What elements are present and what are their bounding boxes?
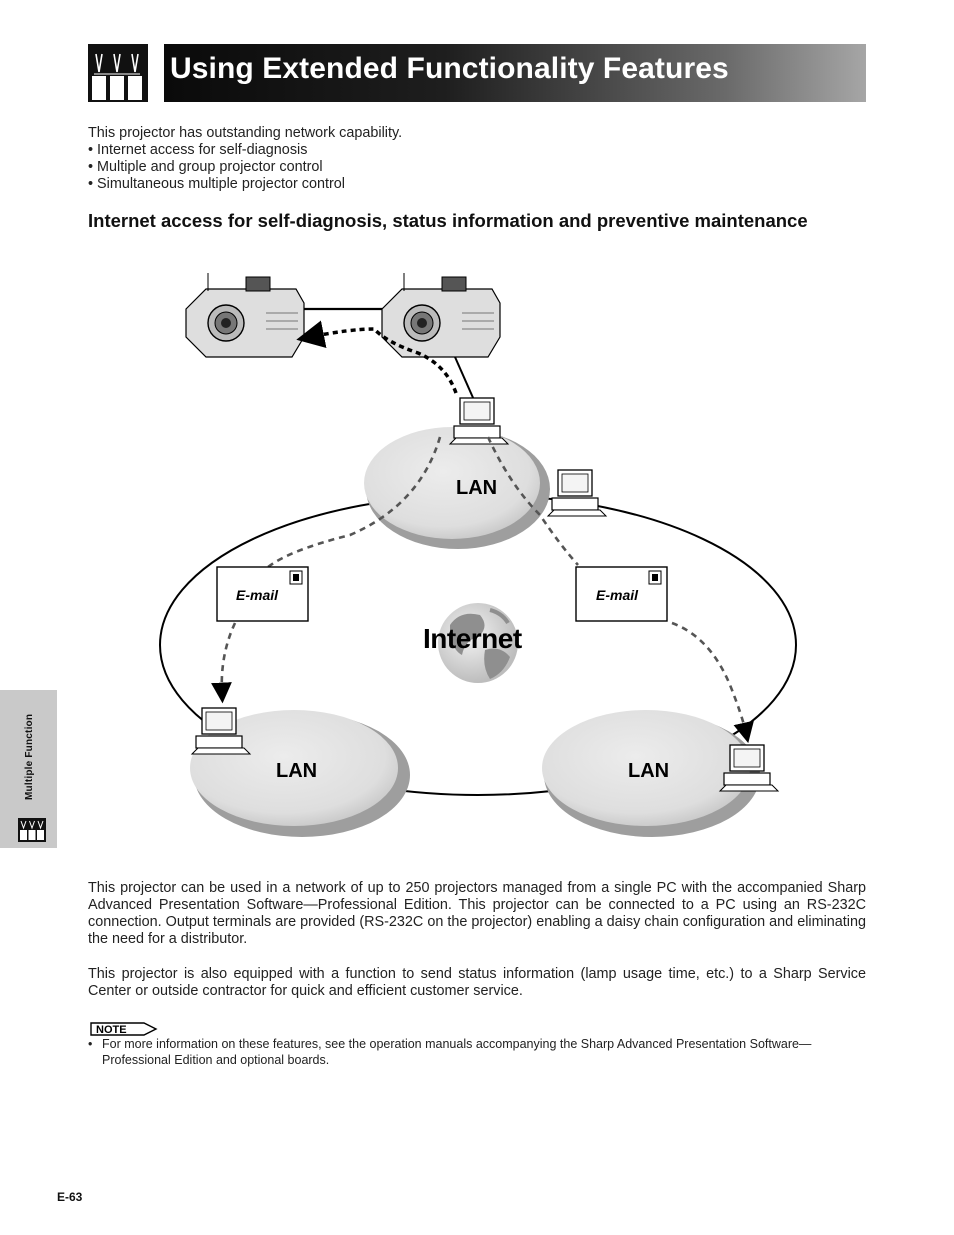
globe-icon <box>438 603 518 683</box>
network-diagram: LAN LAN LAN E-mail E-mail Internet <box>150 265 810 855</box>
intro-bullet: • Multiple and group projector control <box>88 159 323 175</box>
computer-icon <box>448 397 510 445</box>
lan-label-left: LAN <box>276 760 318 782</box>
intro-lead: This projector has outstanding network c… <box>88 125 403 141</box>
note-badge: NOTE <box>90 1022 158 1036</box>
body-paragraph-1: This projector can be used in a network … <box>88 880 866 947</box>
email-label-right: E-mail <box>596 587 639 603</box>
internet-label: Internet <box>423 623 522 654</box>
page-title: Using Extended Functionality Features <box>170 52 729 85</box>
computer-icon <box>718 744 780 792</box>
header-bar <box>164 44 866 102</box>
note-text: For more information on these features, … <box>102 1037 812 1067</box>
email-icon <box>216 566 309 622</box>
projector-icon <box>185 273 305 358</box>
lan-label-top: LAN <box>456 477 498 499</box>
section-heading: Internet access for self-diagnosis, stat… <box>88 210 808 231</box>
note-badge-label: NOTE <box>96 1024 127 1036</box>
computer-icon <box>190 707 252 755</box>
side-tab-label: Multiple Function <box>24 713 35 800</box>
note-bullet: • <box>88 1037 93 1051</box>
header-logo-icon <box>88 44 148 102</box>
computer-icon <box>546 469 608 517</box>
lan-cloud-top <box>364 427 550 549</box>
note-block: • For more information on these features… <box>88 1036 868 1068</box>
intro-bullet: • Internet access for self-diagnosis <box>88 142 308 158</box>
lan-cloud-right <box>542 710 760 837</box>
lan-label-right: LAN <box>628 760 670 782</box>
page-number: E-63 <box>57 1190 83 1204</box>
body-paragraph-2: This projector is also equipped with a f… <box>88 966 866 999</box>
email-icon <box>575 566 668 622</box>
multiple-function-icon <box>18 818 46 842</box>
intro-block: This projector has outstanding network c… <box>88 125 402 193</box>
email-label-left: E-mail <box>236 587 279 603</box>
projector-icon <box>381 273 501 358</box>
intro-bullet: • Simultaneous multiple projector contro… <box>88 176 345 192</box>
